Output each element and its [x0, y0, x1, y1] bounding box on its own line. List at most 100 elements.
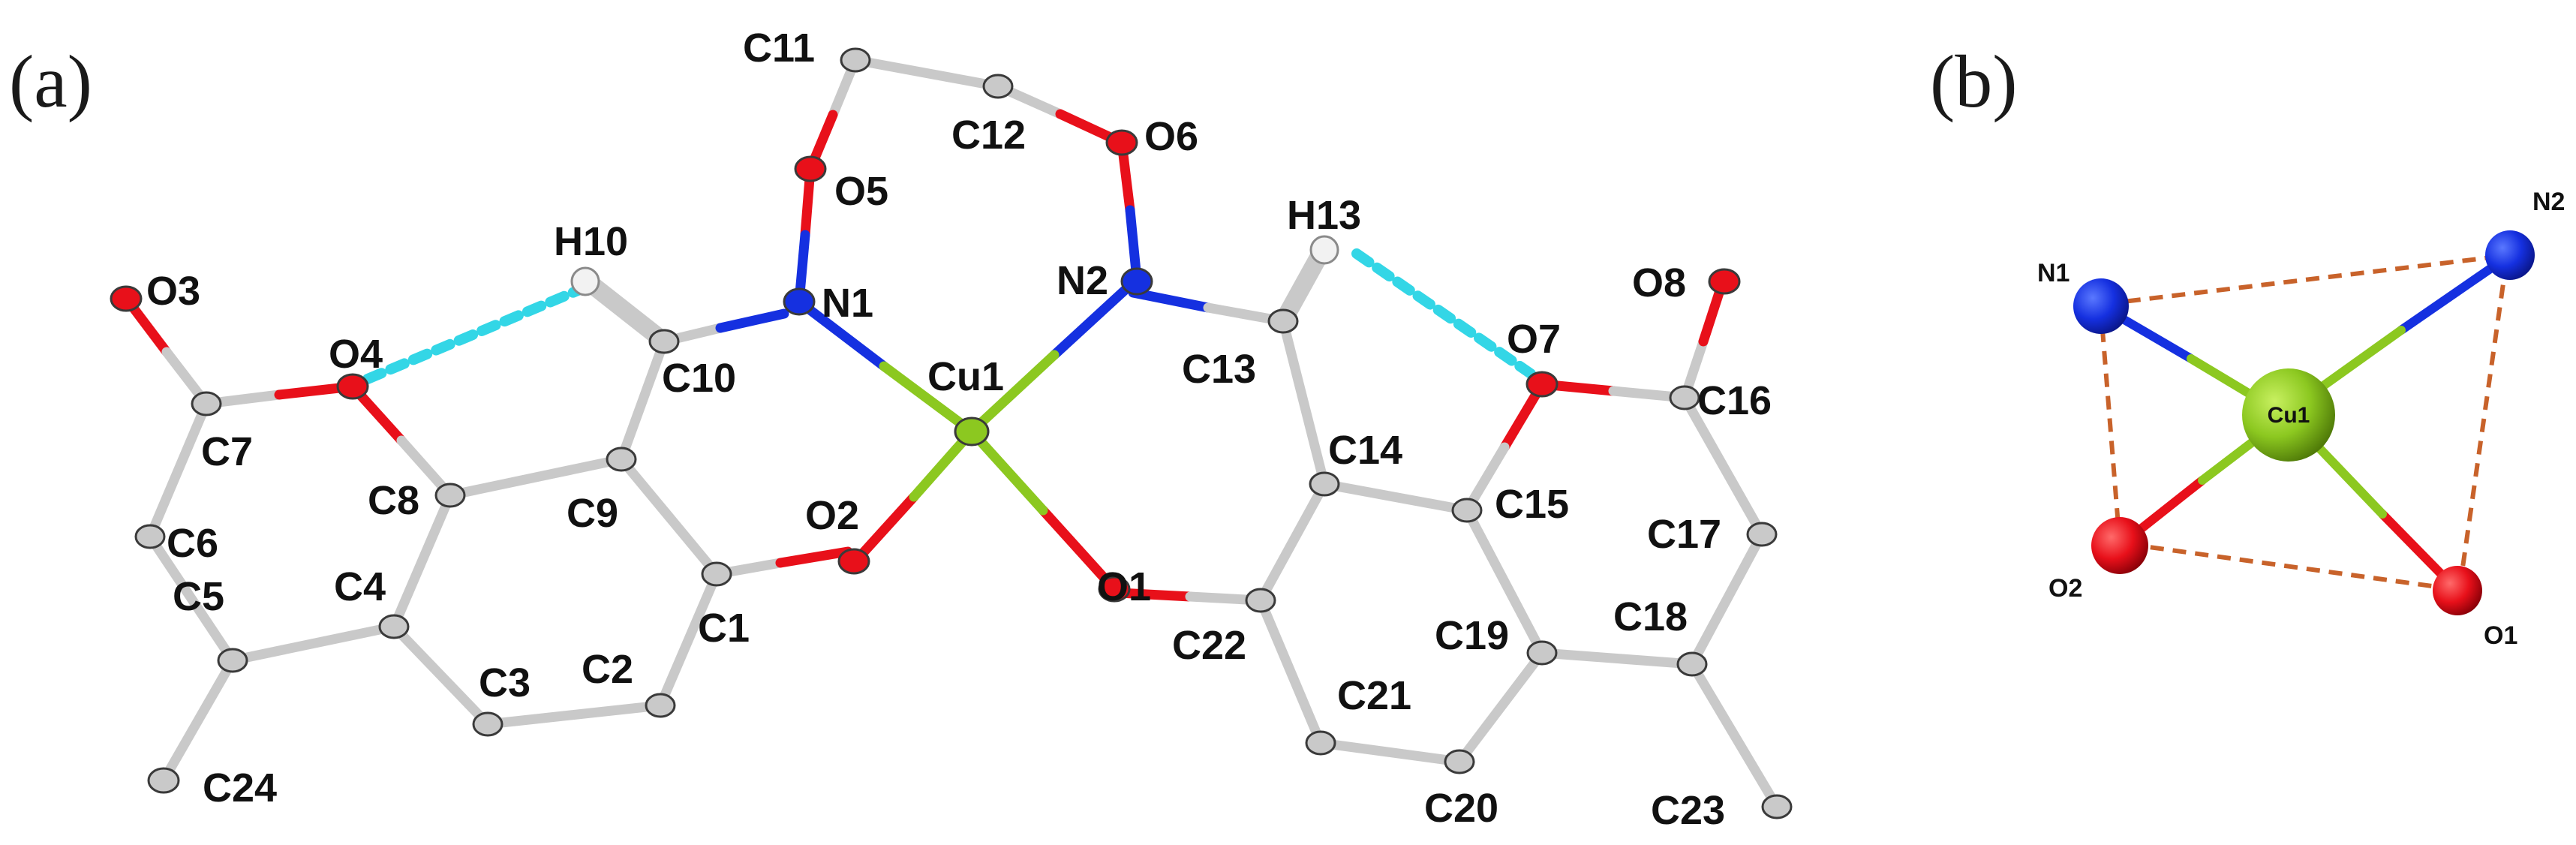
atom-c22 [1245, 588, 1276, 613]
label-b-n2: N2 [2532, 188, 2565, 216]
label-c24: C24 [203, 765, 277, 810]
atom-cu1 [954, 416, 990, 447]
atom-c23 [1761, 794, 1793, 819]
bond-o2-cu1-a [850, 492, 919, 567]
atom-c5 [217, 648, 248, 673]
label-c11: C11 [743, 26, 815, 71]
bond-c21-c20 [1315, 738, 1465, 767]
bond-c14-c15 [1319, 479, 1472, 516]
bond-c1-o2-b [775, 546, 853, 568]
bond-c4-c3 [389, 621, 493, 729]
label-c22: C22 [1172, 623, 1246, 668]
bond-c1-c2 [655, 569, 722, 711]
atom-o1 [1098, 576, 1131, 603]
label-c10: C10 [662, 356, 736, 401]
atom-c6 [134, 524, 166, 549]
bond-c4-c8 [389, 490, 455, 632]
sphere-o1 [2433, 566, 2482, 615]
atom-c12 [982, 74, 1014, 99]
nitrogen-atoms [783, 267, 1153, 316]
label-c19: C19 [1435, 613, 1509, 658]
bond-c11-c12 [850, 55, 1003, 92]
atom-c17 [1746, 522, 1778, 547]
atom-n2 [1120, 267, 1153, 296]
atom-o6 [1105, 129, 1138, 156]
label-c18: C18 [1613, 594, 1688, 639]
atom-c9 [606, 447, 637, 472]
label-o8: O8 [1632, 260, 1686, 305]
atom-c21 [1305, 730, 1336, 756]
label-b-n1: N1 [2037, 259, 2070, 287]
bond-h10-c10 [578, 272, 673, 350]
label-c17: C17 [1647, 512, 1721, 557]
atom-o7 [1525, 371, 1559, 398]
panel-a: (a) [9, 26, 1793, 833]
bond-n1-cu1-b [879, 361, 977, 437]
label-o1: O1 [1097, 564, 1151, 609]
bond-c19-c18 [1537, 648, 1697, 669]
atom-c19 [1526, 640, 1558, 666]
atom-c11 [840, 47, 871, 73]
atom-labels-b: N1 N2 O2 O1 Cu1 [2037, 188, 2565, 650]
atom-o2 [837, 548, 870, 575]
label-c14: C14 [1328, 428, 1402, 473]
hbond-o4-h10 [362, 284, 587, 384]
label-n1: N1 [822, 281, 873, 326]
atom-c20 [1444, 749, 1475, 774]
bond-c18-c17 [1687, 529, 1767, 669]
atom-c7 [191, 391, 222, 416]
label-c15: C15 [1495, 482, 1569, 527]
atom-c16 [1669, 385, 1700, 410]
hydrogen-atoms [570, 235, 1339, 296]
label-cu1: Cu1 [927, 354, 1004, 399]
atom-c4 [378, 614, 410, 639]
bond-c15-c19 [1462, 505, 1547, 658]
bond-h13-c13 [1274, 242, 1331, 330]
bond-c5-c4 [227, 621, 399, 666]
label-c6: C6 [167, 521, 218, 566]
label-c9: C9 [567, 491, 618, 536]
bond-c6-c5 [145, 531, 238, 666]
sphere-cu1 [2242, 368, 2335, 462]
label-o5: O5 [834, 169, 888, 214]
bond-n1-cu1-a [794, 296, 889, 371]
bond-c18-c23 [1687, 659, 1782, 812]
atom-h13 [1309, 235, 1339, 265]
label-b-o2: O2 [2048, 574, 2082, 603]
edge-o1-o2 [2127, 542, 2454, 591]
atom-c2 [645, 693, 676, 718]
atom-c13 [1267, 308, 1299, 334]
atom-c15 [1451, 498, 1483, 523]
coordination-polyhedron [2099, 253, 2511, 591]
label-n2: N2 [1057, 258, 1108, 303]
edge-n1-n2 [2104, 253, 2511, 306]
atom-c18 [1676, 651, 1708, 677]
atom-c14 [1309, 471, 1340, 497]
panel-a-label: (a) [9, 40, 92, 123]
label-c5: C5 [173, 574, 224, 619]
bond-c2-c3 [482, 700, 666, 729]
bond-c9-c1 [616, 454, 722, 579]
label-c12: C12 [951, 113, 1026, 158]
atom-o8 [1708, 268, 1741, 295]
oxygen-atoms [110, 129, 1741, 603]
edge-o2-n1 [2099, 311, 2122, 545]
bond-c14-c22 [1255, 479, 1330, 606]
bond-c22-c21 [1255, 595, 1326, 748]
atom-c3 [472, 711, 503, 737]
bond-n2-c13-a [1128, 287, 1213, 313]
label-c3: C3 [479, 660, 531, 705]
label-c13: C13 [1182, 347, 1256, 392]
label-c1: C1 [698, 606, 750, 651]
edge-n2-o1 [2459, 262, 2508, 579]
atoms-a [110, 47, 1793, 819]
atom-c24 [147, 767, 180, 794]
bond-n2-cu1-a [1049, 274, 1142, 360]
label-c2: C2 [582, 647, 633, 692]
sphere-n2 [2485, 230, 2535, 280]
label-o4: O4 [329, 332, 383, 377]
label-h13: H13 [1287, 193, 1361, 238]
label-c20: C20 [1424, 786, 1498, 831]
label-c8: C8 [368, 478, 419, 523]
label-h10: H10 [554, 219, 628, 264]
